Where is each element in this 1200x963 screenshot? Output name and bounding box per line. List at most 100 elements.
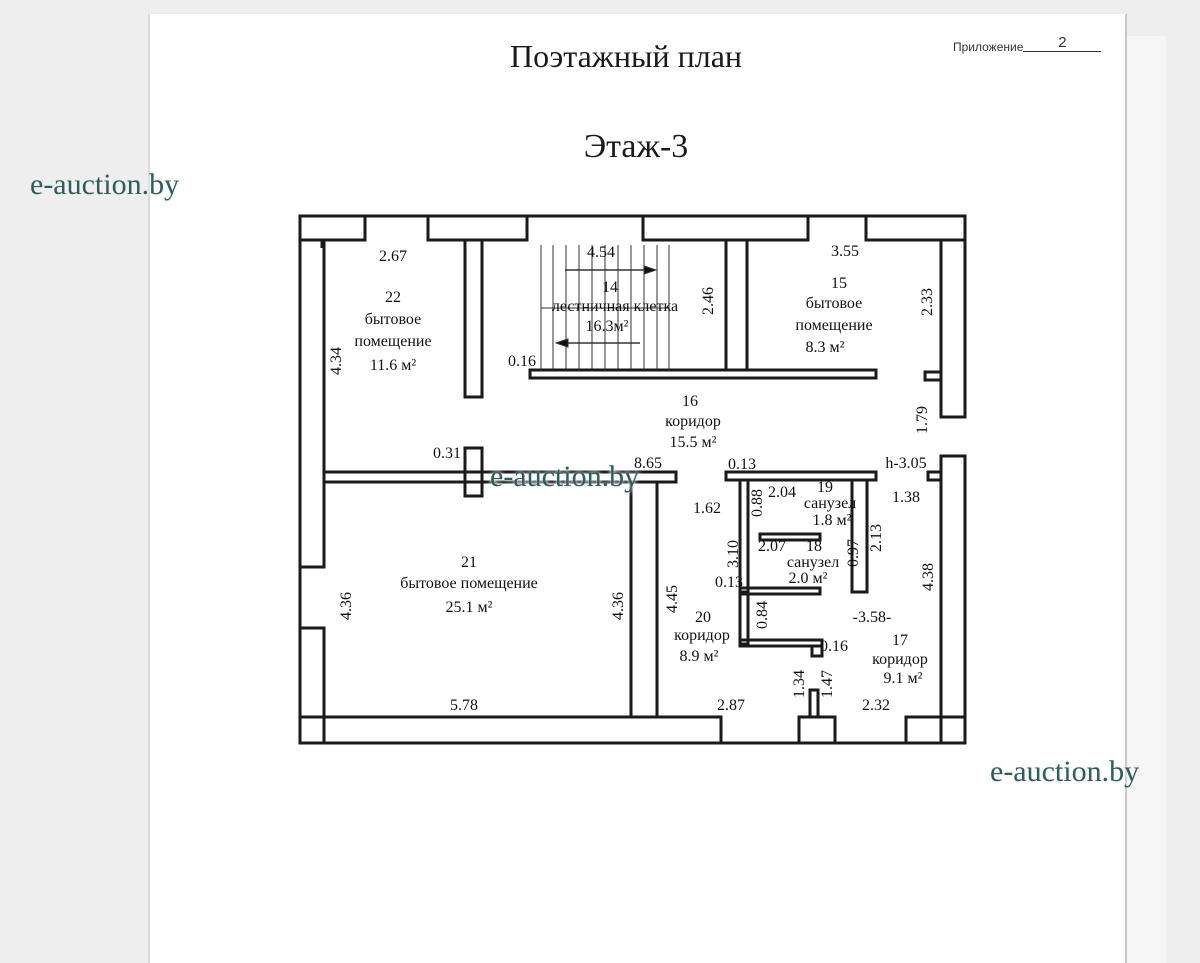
room-20-area: 8.9 м² xyxy=(680,648,719,665)
room-15-area: 8.3 м² xyxy=(806,339,845,356)
dim-1-79: 1.79 xyxy=(914,406,931,434)
dim-3-58: -3.58- xyxy=(853,609,892,626)
dim-2-13: 2.13 xyxy=(868,524,885,552)
dim-4-36-a: 4.36 xyxy=(338,592,355,620)
wall-20-17-base xyxy=(738,638,824,648)
room-16-area: 15.5 м² xyxy=(670,434,717,451)
dim-1-34: 1.34 xyxy=(791,670,808,698)
room-15-number: 15 xyxy=(831,275,847,292)
room-20-name: коридор xyxy=(674,627,730,644)
room-17-name: коридор xyxy=(872,651,928,668)
dim-4-54: 4.54 xyxy=(587,244,615,261)
dim-h: h-3.05 xyxy=(885,455,926,472)
appendix-label: Приложение xyxy=(953,40,1024,54)
dim-2-87: 2.87 xyxy=(717,697,745,714)
room-22-name2: помещение xyxy=(354,333,431,350)
wall-right-stub xyxy=(926,470,943,482)
dim-0-97: 0.97 xyxy=(845,539,862,567)
plan-title: Поэтажный план xyxy=(509,38,743,74)
document-page xyxy=(150,14,1125,963)
dim-0-16-a: 0.16 xyxy=(508,353,536,370)
room-15-name2: помещение xyxy=(795,317,872,334)
room-16-name: коридор xyxy=(665,413,721,430)
staircase xyxy=(540,245,670,370)
dim-0-88: 0.88 xyxy=(749,489,766,517)
room-14-area: 16.3м² xyxy=(586,318,629,335)
outer-wall-top-right xyxy=(864,214,967,242)
room-15-name1: бытовое xyxy=(806,295,862,312)
column-mid-left xyxy=(463,446,484,498)
watermark-center: e-auction.by xyxy=(490,460,640,493)
wall-corridor-top xyxy=(528,368,878,380)
dim-2-04: 2.04 xyxy=(768,484,796,501)
dim-0-84: 0.84 xyxy=(754,601,771,629)
wall-wc-divider xyxy=(758,532,822,542)
wall-bottom-stub xyxy=(808,688,820,719)
wall-wc-left xyxy=(738,478,750,594)
appendix-number: 2 xyxy=(1023,34,1102,52)
room-22-number: 22 xyxy=(385,289,401,306)
outer-wall-bottom-right xyxy=(904,715,967,745)
wall-20-17 xyxy=(738,592,750,646)
dim-2-32: 2.32 xyxy=(862,697,890,714)
dim-4-36-b: 4.36 xyxy=(610,592,627,620)
dim-4-34: 4.34 xyxy=(328,347,345,375)
outer-wall-right-bottom xyxy=(939,454,967,745)
wall-22-stair xyxy=(463,238,484,399)
room-19-number: 19 xyxy=(817,479,833,496)
wall-stair-15 xyxy=(724,238,749,372)
watermark-left: e-auction.by xyxy=(30,168,180,201)
dim-3-10: 3.10 xyxy=(725,540,742,568)
dim-8-65: 8.65 xyxy=(634,455,662,472)
room-17-area: 9.1 м² xyxy=(884,670,923,687)
dim-0-13-b: 0.13 xyxy=(715,574,743,591)
room-18-number: 18 xyxy=(806,538,822,555)
outer-wall-right-top xyxy=(939,238,967,419)
room-16-number: 16 xyxy=(682,393,698,410)
room-21-name: бытовое помещение xyxy=(400,575,538,592)
outer-wall-top-left xyxy=(298,214,367,242)
outer-wall-top xyxy=(300,214,529,248)
dim-1-38: 1.38 xyxy=(892,489,920,506)
room-22-area: 11.6 м² xyxy=(370,357,417,374)
dim-1-47: 1.47 xyxy=(819,670,836,698)
room-labels: 22 бытовое помещение 11.6 м² 14 лестничн… xyxy=(354,275,927,687)
room-18-name: санузел xyxy=(787,554,839,571)
wall-20-17-end xyxy=(810,644,824,658)
room-21-area: 25.1 м² xyxy=(446,599,493,616)
watermark-bottom-right: e-auction.by xyxy=(990,755,1140,788)
dim-2-67: 2.67 xyxy=(379,248,407,265)
dim-4-38: 4.38 xyxy=(920,563,937,591)
dim-4-45: 4.45 xyxy=(664,585,681,613)
outer-wall-left-top xyxy=(298,238,326,569)
outer-wall-bottom-left xyxy=(298,715,723,745)
wall-21-20 xyxy=(629,480,659,719)
room-14-number: 14 xyxy=(602,279,618,296)
wall-wc-bottom xyxy=(738,586,822,596)
outer-wall-top-mid1 xyxy=(426,214,529,242)
floor-label: Этаж-3 xyxy=(583,128,689,165)
wall-wc-right xyxy=(850,478,869,594)
wall-15-right-stub xyxy=(923,370,943,382)
dim-2-46: 2.46 xyxy=(700,287,717,315)
wall-wc-top xyxy=(724,470,878,482)
dim-3-55: 3.55 xyxy=(831,243,859,260)
dim-1-62: 1.62 xyxy=(693,500,721,517)
outer-wall-bottom-mid xyxy=(797,715,837,745)
room-19-name: санузел xyxy=(804,495,856,512)
dim-2-07: 2.07 xyxy=(758,538,786,555)
dim-5-78: 5.78 xyxy=(450,697,478,714)
outer-wall-top-mid2 xyxy=(641,214,810,242)
dimension-labels: 2.67 4.54 3.55 2.46 2.33 4.34 0.16 1.79 … xyxy=(328,243,937,714)
room-18-area: 2.0 м² xyxy=(789,570,828,587)
page-edge xyxy=(1125,36,1166,963)
room-19-area: 1.8 м² xyxy=(813,512,852,529)
room-22-name1: бытовое xyxy=(365,311,421,328)
wall-21-22 xyxy=(322,470,678,484)
room-14-name: лестничная клетка xyxy=(552,298,678,315)
walls xyxy=(298,214,967,745)
dim-0-31: 0.31 xyxy=(433,445,461,462)
room-17-number: 17 xyxy=(892,632,908,649)
